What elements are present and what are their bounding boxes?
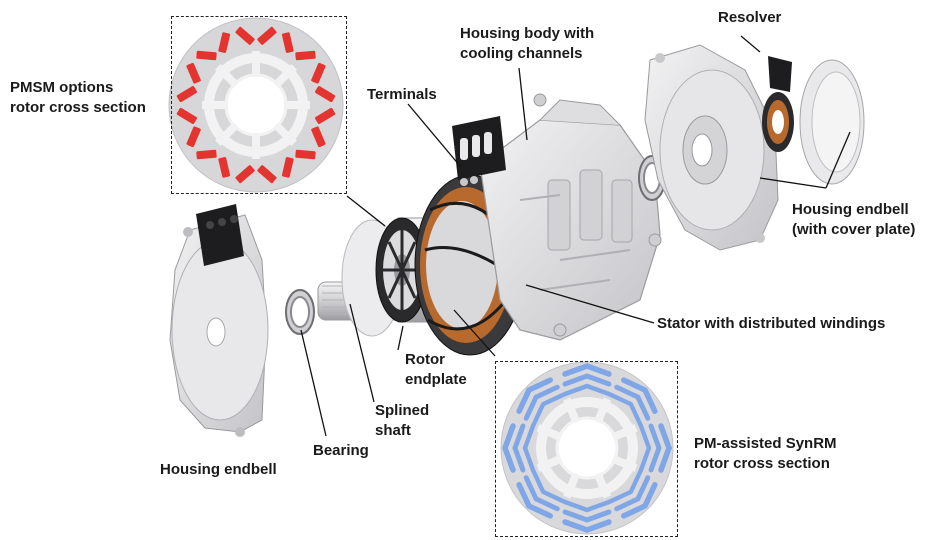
rotor-spoke [563, 397, 580, 424]
rotor-spoke [594, 472, 611, 499]
label-stator: Stator with distributed windings [657, 315, 886, 332]
synrm-flux-barriers [502, 363, 672, 533]
magnet-segment [257, 26, 277, 45]
pmsm-magnets [176, 26, 336, 184]
rotor-spoke [536, 455, 563, 472]
pmsm-rotor-section [168, 17, 344, 193]
pmsm-inset-frame [171, 16, 347, 194]
flux-barrier [516, 377, 553, 414]
magnet-segment [295, 50, 316, 61]
rotor-spoke [284, 101, 310, 109]
label-bearing: Bearing [313, 442, 369, 459]
magnet-segment [295, 149, 316, 160]
rotor-spoke [594, 397, 611, 424]
label-housing-endbell-left: Housing endbell [160, 461, 277, 478]
flux-barrier [502, 423, 516, 473]
rotor-spoke [214, 63, 240, 89]
flux-barrier [658, 423, 672, 473]
label-resolver: Resolver [718, 9, 782, 26]
rotor-spoke [272, 121, 298, 147]
magnet-segment [186, 62, 201, 84]
flux-barrier [614, 475, 651, 512]
rotor-spoke [611, 455, 638, 472]
leader-lines [300, 35, 851, 437]
flux-barrier [562, 363, 612, 377]
magnet-segment [218, 32, 231, 53]
flux-barrier [516, 482, 553, 519]
rotor-spoke [536, 424, 563, 441]
rotor-spoke [252, 133, 260, 159]
terminal-block-part [452, 116, 506, 186]
magnet-segment [235, 26, 255, 45]
flux-barrier [562, 499, 612, 513]
magnet-segment [311, 62, 326, 84]
flux-barrier [562, 383, 612, 397]
magnet-segment [176, 86, 197, 103]
rotor-spoke [611, 424, 638, 441]
flux-barrier [648, 423, 662, 473]
magnet-segment [196, 50, 217, 61]
resolver-part [762, 56, 794, 152]
flux-barrier [638, 423, 652, 473]
rotor-spoke [214, 121, 240, 147]
flux-barrier [523, 384, 560, 421]
flux-barrier [621, 377, 658, 414]
magnet-segment [176, 107, 197, 124]
magnet-segment [281, 157, 294, 178]
rotor-spoke [252, 51, 260, 77]
rotor-spoke [202, 101, 228, 109]
magnet-segment [196, 149, 217, 160]
flux-barrier [607, 392, 643, 428]
synrm-rotor-section [500, 361, 674, 535]
magnet-segment [281, 32, 294, 53]
flux-barrier [562, 373, 612, 387]
flux-barrier [562, 519, 612, 533]
flux-barrier [562, 509, 612, 523]
flux-barrier [607, 468, 643, 504]
bearing-part [285, 289, 315, 335]
left-endbell-part [169, 204, 269, 437]
magnet-segment [235, 165, 255, 184]
rotor-spoke [563, 472, 580, 499]
flux-barrier [512, 423, 526, 473]
flux-barrier [531, 468, 567, 504]
flux-barrier [523, 475, 560, 512]
magnet-segment [186, 126, 201, 148]
magnet-segment [315, 86, 336, 103]
cover-plate-part [799, 59, 865, 185]
rotor-spoke [272, 63, 298, 89]
magnet-segment [257, 165, 277, 184]
flux-barrier [621, 482, 658, 519]
flux-barrier [531, 392, 567, 428]
flux-barrier [614, 384, 651, 421]
housing-body-part [479, 93, 662, 341]
flux-barrier [522, 423, 536, 473]
magnet-segment [218, 157, 231, 178]
right-endbell-part [644, 44, 779, 251]
label-housing-endbell-right: Housing endbell(with cover plate) [792, 201, 916, 238]
synrm-inset-frame [495, 361, 678, 537]
magnet-segment [315, 107, 336, 124]
synrm-spokes [536, 397, 638, 499]
pmsm-spokes [202, 51, 310, 159]
label-terminals: Terminals [367, 86, 437, 103]
magnet-segment [311, 126, 326, 148]
